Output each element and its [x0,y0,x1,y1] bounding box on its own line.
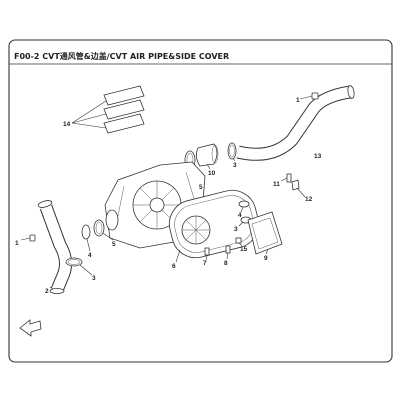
leader-line [226,252,229,260]
leader-line [280,177,288,182]
part-9-duct[interactable] [247,211,283,255]
leader-line [20,237,31,241]
leader-line [206,163,211,170]
left-pipe-body [40,205,71,293]
part-14-labels[interactable] [103,85,145,134]
bolt-head [29,234,36,242]
ring-body [81,224,91,240]
part-14-sheet-bottom [103,113,145,134]
clamp-ring-inner [229,144,235,158]
callout-11: 11 [273,181,280,188]
clamp-ring [65,257,83,267]
air-pipe-end [347,85,355,99]
vent-spoke [185,219,207,241]
callout-10: 10 [208,170,216,177]
leader-line [265,248,269,255]
cvt-cover-inlet [105,209,119,231]
part-10-boot[interactable] [196,143,219,167]
air-pipe-body [236,86,351,160]
part-4-ring-middle[interactable] [238,200,250,208]
part-7-screw[interactable] [204,247,210,256]
part-14-sheet-top [103,85,145,106]
nut-body [235,237,242,244]
callout-6: 6 [172,263,176,270]
part-12-clip[interactable] [291,179,300,191]
ring-body [238,200,250,208]
callout-3-left: 3 [92,275,96,282]
part-8-screw[interactable] [225,245,231,254]
leader-line [71,113,107,124]
boot-body [196,143,218,167]
callout-5-middle: 5 [199,184,203,191]
part-15-nut[interactable] [235,237,242,244]
left-pipe-top-opening [37,200,53,208]
front-direction-arrow-icon [19,319,42,337]
left-pipe-bottom-end [49,288,65,294]
callout-9: 9 [264,255,268,262]
leader-line [102,232,114,241]
arrow-shape [19,319,42,337]
leader-line [49,286,54,290]
callout-13: 13 [314,153,322,160]
side-cover-rim [174,195,254,253]
screw-body [225,245,231,254]
callout-3-middle: 3 [234,226,238,233]
leader-line [240,206,244,213]
cvt-cover-fan-hub [149,197,165,213]
part-4-ring-left[interactable] [81,224,91,240]
clip-body [291,179,300,191]
bolt-head [311,92,319,100]
screw-body [204,247,210,256]
leader-line [86,238,91,252]
leader-line [238,242,243,247]
callout-15: 15 [240,246,248,253]
part-3-clamp-left[interactable] [65,257,83,267]
callout-4-left: 4 [88,252,92,259]
boot-rim [211,144,219,164]
ring-body [93,219,105,237]
leader-line [299,95,313,100]
leader-line [232,157,236,162]
ring-inner [95,221,103,235]
leader-line [238,221,244,227]
diagram-title: F00-2 CVT通风管&边盖/CVT AIR PIPE&SIDE COVER [14,51,229,61]
callout-4-middle: 4 [238,212,242,219]
part-13-air-pipe[interactable] [236,85,355,161]
callout-1-left: 1 [15,240,19,247]
clamp-ring [227,142,237,160]
part-11-screw[interactable] [286,173,292,183]
callout-1-top: 1 [296,97,300,104]
callout-5-left: 5 [112,241,116,248]
leader-line [175,249,181,263]
callout-7: 7 [203,260,207,267]
fin-line [139,209,153,223]
leader-line [296,187,306,198]
callout-2: 2 [45,288,49,295]
duct-body [247,211,283,255]
screw-body [286,173,292,183]
fin-line [161,187,175,201]
callout-14: 14 [63,121,71,128]
leader-line [71,100,107,124]
callout-8: 8 [224,260,228,267]
part-1-bolt-left[interactable] [29,234,36,242]
duct-opening [251,217,279,250]
leader-line [205,254,208,261]
leader-line [71,122,107,129]
cvt-cover-fins [115,171,199,229]
callout-3-upper: 3 [233,162,237,169]
part-5-ring-left[interactable] [93,219,105,237]
diagram-frame [8,39,393,363]
leader-line [79,264,93,276]
part-1-bolt-top[interactable] [311,92,319,100]
part-2-left-air-pipe[interactable] [37,199,72,294]
part-14-sheet-middle [103,99,145,120]
part-3-clamp-upper[interactable] [227,142,237,160]
clamp-ring-inner [67,259,81,265]
fin-line [139,187,153,201]
callout-12: 12 [305,196,313,203]
